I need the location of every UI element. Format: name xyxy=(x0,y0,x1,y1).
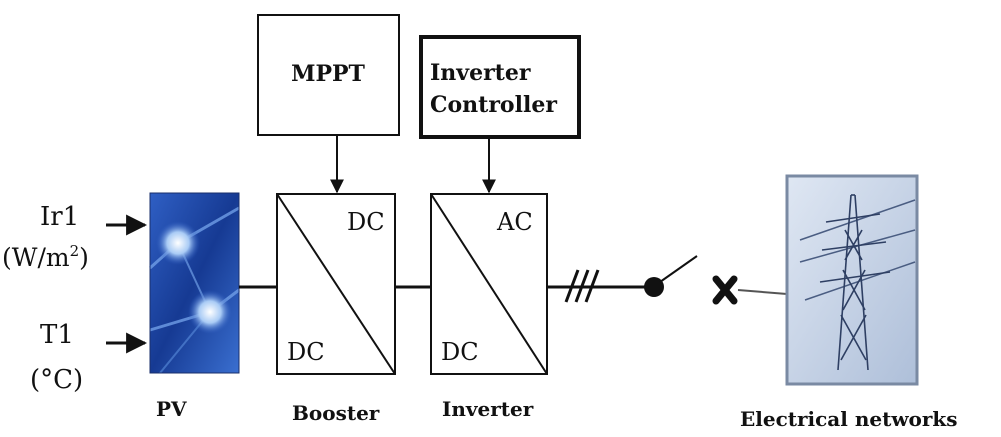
breaker-x-mark xyxy=(712,275,738,305)
temperature-unit: (°C) xyxy=(30,365,83,395)
booster-caption: Booster xyxy=(292,401,380,425)
switch-pivot xyxy=(644,277,664,297)
mppt-block xyxy=(257,14,400,136)
inverter-diagonal xyxy=(430,193,548,375)
booster-bottom-label: DC xyxy=(287,338,325,366)
inverter-caption: Inverter xyxy=(442,397,534,421)
inverter-controller-block xyxy=(419,35,581,139)
temperature-name: T1 xyxy=(40,320,74,350)
inverter-controller-label-line2: Controller xyxy=(430,92,557,118)
grid-connection-line xyxy=(737,289,788,295)
electrical-networks-caption: Electrical networks xyxy=(740,407,958,431)
pv-panel xyxy=(149,192,240,374)
electrical-network-tower-image xyxy=(785,174,919,386)
three-phase-symbol xyxy=(564,269,600,303)
irradiance-unit: (W/m2) xyxy=(2,242,89,272)
mppt-label: MPPT xyxy=(291,61,365,87)
irradiance-unit-prefix: (W/m xyxy=(2,243,70,272)
booster-diagonal xyxy=(276,193,396,375)
irradiance-unit-suffix: ) xyxy=(79,243,89,272)
inverter-bottom-label: DC xyxy=(441,338,479,366)
inverter-top-label: AC xyxy=(496,208,533,236)
switch-blade xyxy=(659,255,698,283)
inverter-controller-label-line1: Inverter xyxy=(430,60,531,86)
irradiance-name: Ir1 xyxy=(40,202,79,232)
irradiance-unit-exponent: 2 xyxy=(70,242,80,260)
pv-caption: PV xyxy=(156,397,187,421)
booster-top-label: DC xyxy=(347,208,385,236)
